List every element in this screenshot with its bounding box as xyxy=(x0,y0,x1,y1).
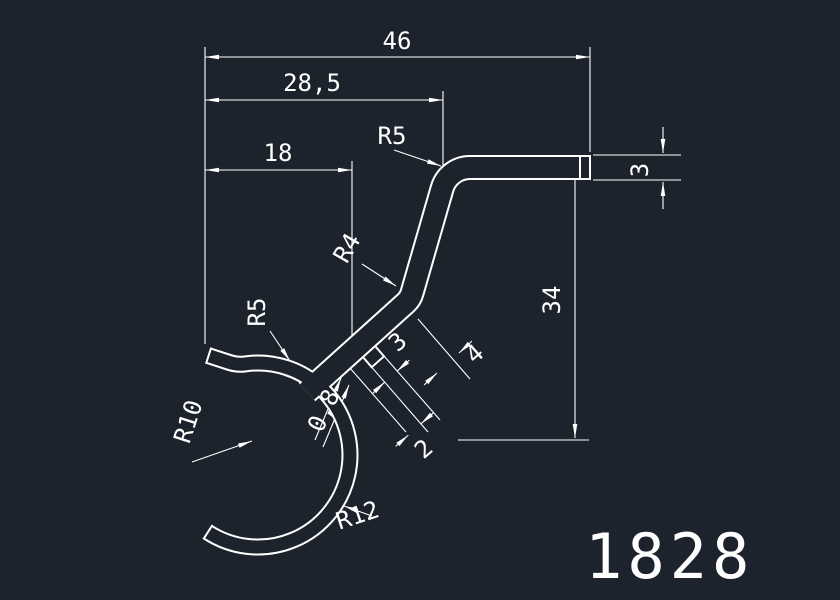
dimline-4-b xyxy=(458,340,473,354)
dimline-3mid-b xyxy=(396,359,410,372)
profile-outline xyxy=(202,154,591,556)
dim-18-label: 18 xyxy=(264,139,293,167)
leader-r10 xyxy=(191,440,253,463)
profile-notch-tooth xyxy=(362,345,386,369)
dim-r10-label: R10 xyxy=(168,397,208,447)
dim-34-label: 34 xyxy=(538,286,566,315)
part-number: 1828 xyxy=(585,520,754,593)
leader-r4 xyxy=(361,263,397,287)
profile-lip-end-cap xyxy=(205,347,213,365)
dim-3-right-label: 3 xyxy=(626,163,654,177)
profile-strip-inner xyxy=(299,156,590,400)
extension-lines xyxy=(204,47,681,441)
radius-leaders xyxy=(191,149,442,517)
dim-28-5-label: 28,5 xyxy=(283,69,341,97)
leader-r5-lip xyxy=(269,330,291,362)
ext-diag-2 xyxy=(383,355,441,421)
dimline-2-a xyxy=(395,434,409,447)
dimension-lines xyxy=(205,54,666,448)
dim-2-label: 2 xyxy=(409,434,438,465)
profile-clip-end-cap xyxy=(202,524,214,540)
dim-r5-lip-label: R5 xyxy=(243,298,271,327)
profile-clip-inner xyxy=(204,349,357,554)
dim-r4-label: R4 xyxy=(328,228,367,267)
dim-3-mid-label: 3 xyxy=(383,327,412,358)
ext-diag-3 xyxy=(371,366,429,433)
dim-46-label: 46 xyxy=(383,27,412,55)
dimline-4-a xyxy=(423,372,438,386)
ext-diag-4 xyxy=(350,368,407,433)
leader-r12 xyxy=(343,505,373,517)
dim-r5-top-label: R5 xyxy=(378,122,407,150)
dimline-3mid-a xyxy=(371,381,386,395)
dimline-2-b xyxy=(420,412,435,425)
dim-4-label: 4 xyxy=(460,339,489,370)
leader-r5-top xyxy=(393,149,442,167)
ext-diag-1 xyxy=(417,318,471,380)
